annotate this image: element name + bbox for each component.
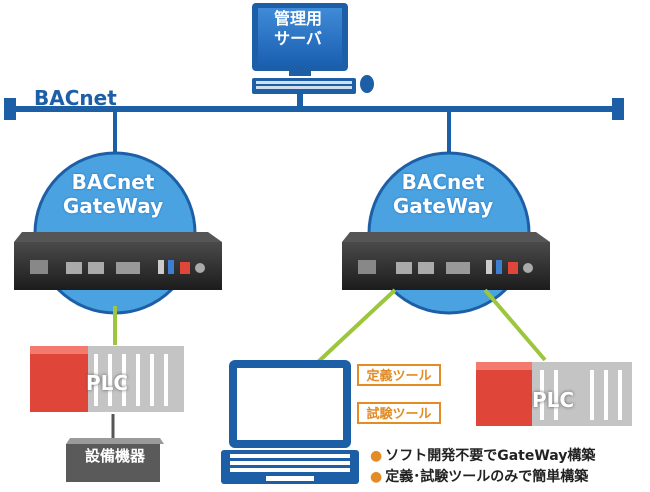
equipment-box (66, 438, 164, 482)
feature-item-1: ●ソフト開発不要でGateWay構築 (370, 445, 595, 465)
gateway-label-2-line2: GateWay (392, 194, 494, 218)
gateway-label-1-line1: BACnet (71, 170, 155, 194)
server-label-line1: 管理用 (273, 9, 322, 28)
server-icon (252, 3, 374, 94)
plc-unit-1 (30, 346, 184, 412)
server-label-line2: サーバ (274, 29, 322, 48)
gateway-device-2 (342, 232, 550, 290)
bacnet-network-label: BACnet (34, 86, 117, 110)
gateway-label-2-line1: BACnet (401, 170, 485, 194)
laptop-icon (221, 360, 359, 484)
server-label: 管理用 サーバ (256, 9, 340, 49)
test-tool-badge: 試験ツール (357, 402, 441, 424)
gateway-label-1-line2: GateWay (62, 194, 164, 218)
plc-unit-2 (476, 362, 632, 426)
feature-text-2: 定義･試験ツールのみで簡単構築 (385, 469, 589, 485)
gateway-label-1: BACnet GateWay (38, 170, 188, 218)
plc-label-2: PLC (532, 388, 575, 412)
equipment-label: 設備機器 (84, 447, 145, 465)
definition-tool-badge: 定義ツール (357, 364, 441, 386)
plc-label-1: PLC (86, 371, 129, 395)
feature-text-1: ソフト開発不要でGateWay構築 (385, 448, 596, 464)
gateway-device-1 (14, 232, 222, 290)
feature-item-2: ●定義･試験ツールのみで簡単構築 (370, 466, 588, 486)
gateway-label-2: BACnet GateWay (368, 170, 518, 218)
field-links (113, 288, 547, 364)
bullet-icon: ● (370, 448, 383, 464)
bullet-icon: ● (370, 469, 383, 485)
